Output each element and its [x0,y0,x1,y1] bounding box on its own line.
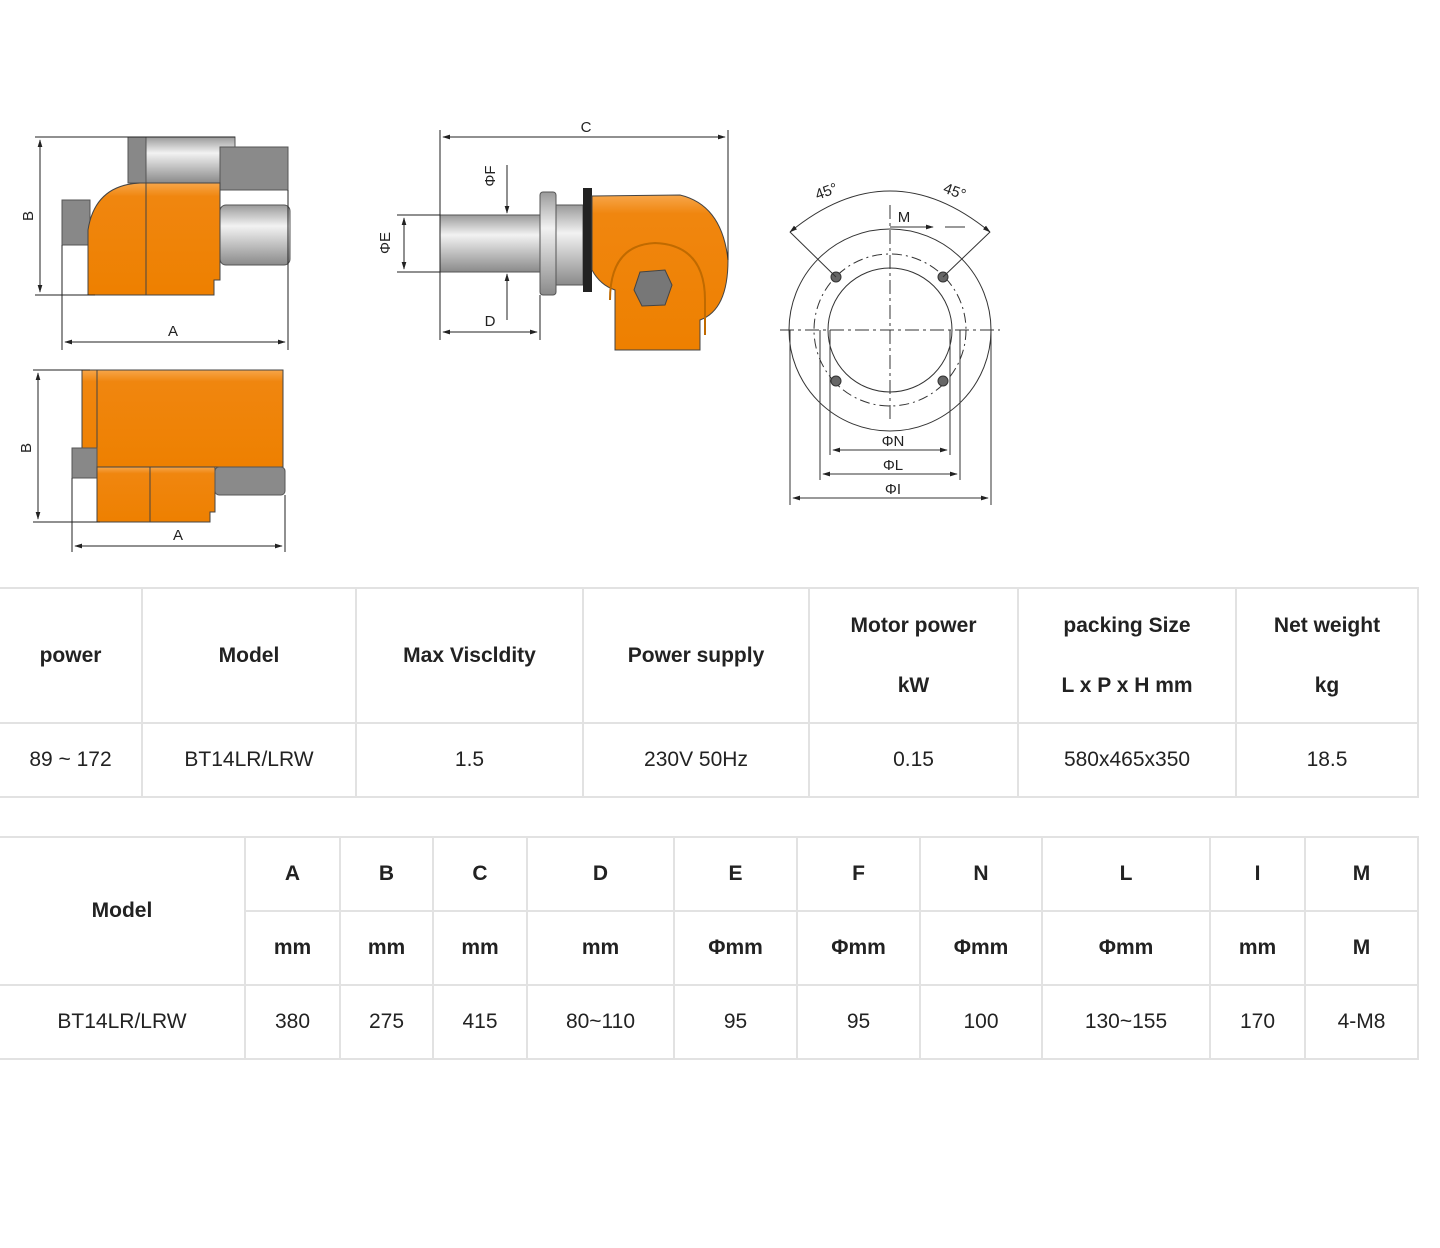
side-view-drawing: B A [20,136,291,350]
dim-label-f: ΦF [482,165,499,186]
dimension-unit-row: mm mm mm mm Φmm Φmm Φmm Φmm mm M [0,910,1419,986]
dim-label-l: ΦL [883,457,903,474]
angle-label-left: 45° [813,180,840,204]
cell-b: 275 [339,984,434,1060]
dim-label-e: ΦE [377,232,394,254]
header-unit: kg [1314,673,1340,697]
cell-n: 100 [919,984,1043,1060]
unit-n: Φmm [919,910,1043,986]
header-motor-power: Motor power kW [808,587,1019,724]
header-line: Net weight [1273,613,1381,637]
cell-net-weight: 18.5 [1235,722,1419,798]
header-e: E [673,836,798,912]
cell-m: 4-M8 [1304,984,1419,1060]
header-m: M [1304,836,1419,912]
unit-f: Φmm [796,910,921,986]
spec-header-row: power Model Max Viscldity Power supply M… [0,587,1419,724]
unit-i: mm [1209,910,1306,986]
cell-power-supply: 230V 50Hz [582,722,810,798]
table-row: 89 ~ 172 BT14LR/LRW 1.5 230V 50Hz 0.15 5… [0,722,1419,798]
header-n: N [919,836,1043,912]
dim-label-b: B [20,211,37,221]
dimension-table: Model A B C D E F N L I M mm mm mm mm Φm… [0,836,1419,1060]
header-d: D [526,836,675,912]
header-l: L [1041,836,1211,912]
cell-model: BT14LR/LRW [141,722,357,798]
header-line: packing Size [1063,613,1191,637]
header-unit: L x P x H mm [1061,673,1193,697]
header-power: power [0,587,143,724]
unit-c: mm [432,910,528,986]
header-packing-size: packing Size L x P x H mm [1017,587,1237,724]
dim-label-m: M [898,209,911,226]
dim-label-c: C [581,119,592,136]
dim-label-b: B [18,443,35,453]
dimension-letter-row: Model A B C D E F N L I M [0,836,1419,986]
header-model: Model [141,587,357,724]
front-view-drawing: C D ΦE ΦF [377,119,729,351]
bottom-view-drawing: B A [18,369,286,552]
dim-label-i: ΦI [885,481,901,498]
cell-e: 95 [673,984,798,1060]
cell-f: 95 [796,984,921,1060]
header-line: Motor power [850,613,977,637]
technical-drawings: B A B A C D [18,119,1000,552]
table-row: BT14LR/LRW 380 275 415 80~110 95 95 100 … [0,984,1419,1060]
header-unit: kW [897,673,930,697]
header-b: B [339,836,434,912]
header-c: C [432,836,528,912]
cell-power: 89 ~ 172 [0,722,143,798]
spec-table: power Model Max Viscldity Power supply M… [0,587,1419,798]
header-i: I [1209,836,1306,912]
unit-d: mm [526,910,675,986]
dim-label-d: D [485,313,496,330]
dim-label-a: A [168,323,178,340]
angle-label-right: 45° [941,180,968,204]
unit-a: mm [245,910,341,986]
header-model: Model [0,836,246,986]
cell-d: 80~110 [526,984,675,1060]
dim-label-n: ΦN [882,433,905,450]
flange-view-drawing [780,190,1000,505]
cell-i: 170 [1209,984,1306,1060]
header-f: F [796,836,921,912]
cell-l: 130~155 [1041,984,1211,1060]
unit-m: M [1304,910,1419,986]
header-net-weight: Net weight kg [1235,587,1419,724]
cell-packing-size: 580x465x350 [1017,722,1237,798]
unit-l: Φmm [1041,910,1211,986]
header-max-viscosity: Max Viscldity [355,587,584,724]
dim-label-a: A [173,527,183,544]
cell-motor-power: 0.15 [808,722,1019,798]
cell-model: BT14LR/LRW [0,984,246,1060]
unit-e: Φmm [673,910,798,986]
header-power-supply: Power supply [582,587,810,724]
cell-a: 380 [244,984,341,1060]
cell-c: 415 [432,984,528,1060]
cell-max-viscosity: 1.5 [355,722,584,798]
header-a: A [244,836,341,912]
unit-b: mm [339,910,434,986]
